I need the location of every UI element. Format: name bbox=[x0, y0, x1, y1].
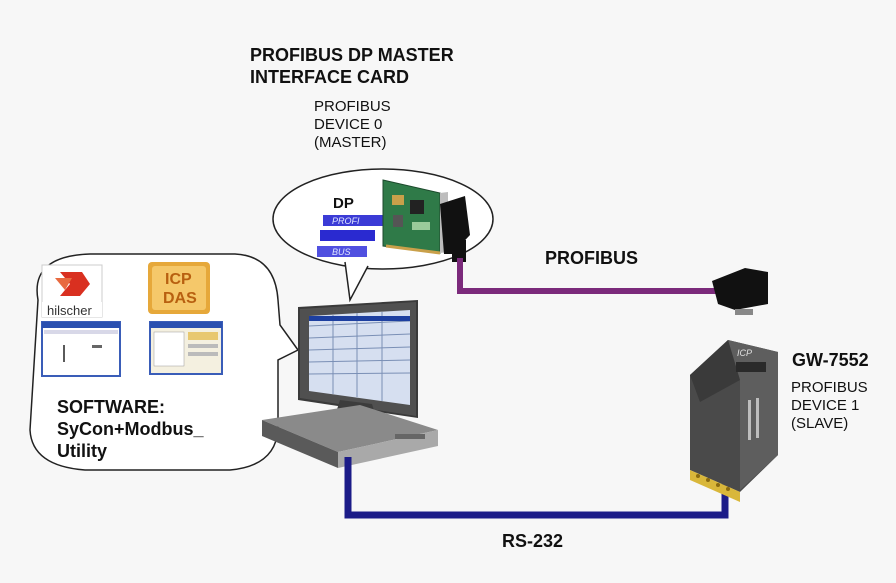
gateway-device-line3: (SLAVE) bbox=[791, 415, 849, 432]
gateway-device-line2: DEVICE 1 bbox=[791, 397, 860, 414]
profibus-cable bbox=[457, 258, 718, 294]
slave-connector bbox=[712, 268, 768, 315]
software-label-line1: SOFTWARE: bbox=[57, 397, 165, 417]
master-card-title-line2: INTERFACE CARD bbox=[250, 67, 410, 87]
master-card-title-line1: PROFIBUS DP MASTER bbox=[250, 45, 454, 65]
software-label-line3: Utility bbox=[57, 441, 108, 461]
icpdas-logo-line2: DAS bbox=[163, 290, 197, 307]
rs232-cable bbox=[344, 457, 729, 519]
master-connector bbox=[440, 196, 470, 262]
software-label-line2: SyCon+Modbus_ bbox=[57, 419, 204, 439]
gw7552-module: ICP bbox=[690, 340, 778, 502]
dp-logo-text: DP bbox=[333, 195, 354, 212]
hilscher-logo-text: hilscher bbox=[47, 303, 92, 318]
gateway-device-line1: PROFIBUS bbox=[791, 379, 868, 396]
svg-text:BUS: BUS bbox=[332, 247, 351, 257]
profibus-link-label: PROFIBUS bbox=[545, 248, 639, 268]
svg-text:PROFI: PROFI bbox=[332, 216, 360, 226]
dp-logo: DP PROFI BUS bbox=[317, 195, 383, 257]
gw7552-logo-text: ICP bbox=[737, 348, 752, 358]
master-device-line2: DEVICE 0 bbox=[314, 116, 383, 133]
master-device-line3: (MASTER) bbox=[314, 134, 387, 151]
rs232-link-label: RS-232 bbox=[502, 531, 564, 551]
sycon-window-thumbnail bbox=[41, 321, 121, 377]
gateway-model-label: GW-7552 bbox=[792, 350, 869, 370]
pc-computer bbox=[262, 300, 438, 468]
modbus-utility-window-thumbnail bbox=[149, 321, 223, 375]
hilscher-logo: hilscher bbox=[41, 264, 103, 318]
master-device-line1: PROFIBUS bbox=[314, 98, 391, 115]
icpdas-logo: ICP DAS bbox=[148, 262, 210, 314]
icpdas-logo-line1: ICP bbox=[165, 271, 192, 288]
